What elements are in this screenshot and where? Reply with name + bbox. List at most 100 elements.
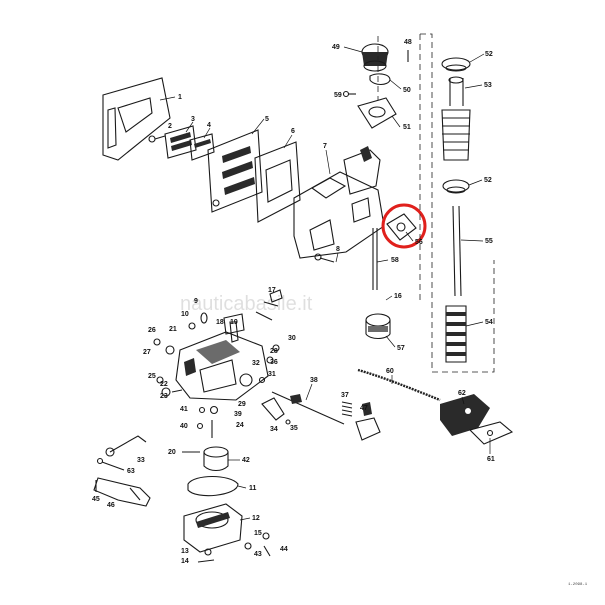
part-label-45: 45 bbox=[92, 496, 100, 503]
part-label-24: 24 bbox=[236, 422, 244, 429]
part-label-17: 17 bbox=[268, 287, 276, 294]
part-label-30: 30 bbox=[288, 335, 296, 342]
part-label-56: 56 bbox=[415, 239, 423, 246]
rod-63 bbox=[96, 457, 125, 471]
part-label-7: 7 bbox=[323, 143, 327, 150]
part-label-47: 47 bbox=[360, 405, 368, 412]
part-label-25: 25 bbox=[148, 373, 156, 380]
lever-62 bbox=[440, 394, 490, 436]
part-label-13: 13 bbox=[181, 548, 189, 555]
watermark: nauticabasile.it bbox=[180, 293, 313, 315]
part-label-26: 26 bbox=[148, 327, 156, 334]
part-label-3: 3 bbox=[191, 116, 195, 123]
part-label-61: 61 bbox=[487, 456, 495, 463]
part-label-23: 23 bbox=[160, 393, 168, 400]
bushing-52-bottom bbox=[442, 179, 470, 194]
part-label-51: 51 bbox=[403, 124, 411, 131]
pump-53 bbox=[441, 76, 471, 161]
arm-34 bbox=[261, 397, 291, 425]
gear-49 bbox=[361, 43, 389, 72]
part-label-18: 18 bbox=[216, 319, 224, 326]
part-label-49: 49 bbox=[332, 44, 340, 51]
part-label-60: 60 bbox=[386, 368, 394, 375]
leader-lines bbox=[159, 46, 491, 521]
part-label-9: 9 bbox=[194, 298, 198, 305]
part-label-40: 40 bbox=[180, 423, 188, 430]
intake-manifold-7 bbox=[293, 146, 385, 259]
part-label-36: 36 bbox=[270, 359, 278, 366]
part-label-35: 35 bbox=[290, 425, 298, 432]
part-label-12: 12 bbox=[252, 515, 260, 522]
part-label-27: 27 bbox=[143, 349, 151, 356]
carburetor-body bbox=[175, 321, 269, 401]
screw-2 bbox=[148, 135, 166, 143]
part-label-53: 53 bbox=[484, 82, 492, 89]
footer-code: 1-2098-1 bbox=[568, 583, 588, 587]
gasket-56 bbox=[381, 203, 427, 249]
part-label-11: 11 bbox=[249, 485, 257, 492]
highlight-circle bbox=[381, 203, 427, 249]
part-label-54: 54 bbox=[485, 319, 493, 326]
part-label-14: 14 bbox=[181, 558, 189, 565]
part-label-62: 62 bbox=[458, 390, 466, 397]
part-label-29: 29 bbox=[238, 401, 246, 408]
upper-small-parts bbox=[188, 289, 283, 384]
part-label-57: 57 bbox=[397, 345, 405, 352]
screws-39-41 bbox=[196, 405, 219, 438]
part-label-16: 16 bbox=[394, 293, 402, 300]
gasket-11 bbox=[187, 475, 239, 497]
gasket-6 bbox=[254, 141, 301, 223]
fitting-57 bbox=[365, 313, 391, 340]
part-label-6: 6 bbox=[291, 128, 295, 135]
bracket-51 bbox=[357, 97, 397, 129]
part-label-44: 44 bbox=[280, 546, 288, 553]
block-61 bbox=[468, 421, 514, 445]
part-label-37: 37 bbox=[341, 392, 349, 399]
part-label-20: 20 bbox=[168, 449, 176, 456]
screw-59 bbox=[342, 90, 356, 98]
part-label-1: 1 bbox=[178, 94, 182, 101]
part-label-41: 41 bbox=[180, 406, 188, 413]
part-label-52b: 52 bbox=[484, 177, 492, 184]
spring-37 bbox=[341, 401, 353, 417]
part-label-28: 28 bbox=[270, 348, 278, 355]
part-label-46: 46 bbox=[107, 502, 115, 509]
part-label-19: 19 bbox=[230, 319, 238, 326]
choke-lever-33 bbox=[105, 435, 147, 457]
part-label-5: 5 bbox=[265, 116, 269, 123]
float-42 bbox=[203, 446, 229, 472]
part-label-59: 59 bbox=[334, 92, 342, 99]
part-label-31: 31 bbox=[268, 371, 276, 378]
part-label-48: 48 bbox=[404, 39, 412, 46]
part-label-58: 58 bbox=[391, 257, 399, 264]
part-label-52a: 52 bbox=[485, 51, 493, 58]
intake-gasket-1 bbox=[102, 77, 171, 161]
reed-block-5 bbox=[207, 129, 263, 213]
part-label-50: 50 bbox=[403, 87, 411, 94]
part-label-33: 33 bbox=[137, 457, 145, 464]
part-label-22: 22 bbox=[160, 381, 168, 388]
part-label-38: 38 bbox=[310, 377, 318, 384]
part-label-8: 8 bbox=[336, 246, 340, 253]
part-label-42: 42 bbox=[242, 457, 250, 464]
cable-60 bbox=[357, 368, 441, 402]
part-label-21: 21 bbox=[169, 326, 177, 333]
part-label-2: 2 bbox=[168, 123, 172, 130]
cap-47 bbox=[355, 402, 381, 441]
screws-13-16 bbox=[197, 532, 271, 563]
reed-stop-4 bbox=[189, 133, 215, 161]
part-label-32: 32 bbox=[252, 360, 260, 367]
shaft-55 bbox=[452, 205, 462, 297]
clip-50 bbox=[369, 73, 391, 86]
linkage-rod-38 bbox=[271, 391, 345, 425]
part-label-43: 43 bbox=[254, 551, 262, 558]
part-label-15: 15 bbox=[254, 530, 262, 537]
part-label-34: 34 bbox=[270, 426, 278, 433]
handle-46 bbox=[93, 477, 151, 507]
dashed-guide bbox=[419, 33, 495, 373]
rod-58 bbox=[372, 228, 378, 290]
boot-54 bbox=[445, 305, 467, 363]
part-label-55: 55 bbox=[485, 238, 493, 245]
part-labels: 1 2 3 4 5 6 7 8 9 10 11 12 13 14 15 16 1… bbox=[92, 39, 495, 565]
